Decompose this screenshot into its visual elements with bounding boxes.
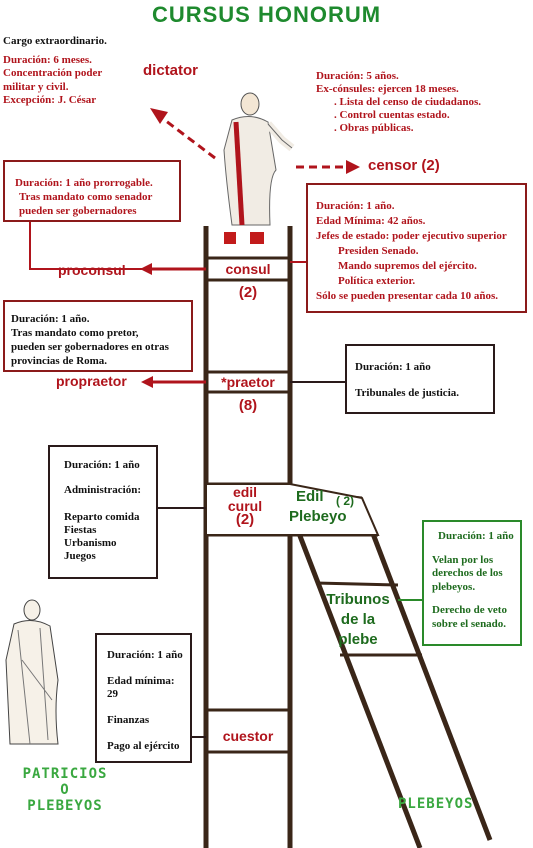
- proconsul-connector: [29, 222, 145, 270]
- edil-plebeyo-label-2: Plebeyo: [289, 508, 347, 525]
- dictator-info: Cargo extraordinario. Duración: 6 meses.…: [3, 35, 153, 108]
- praetor-label: *praetor: [221, 374, 275, 390]
- patricios-line: PATRICIOS: [22, 766, 108, 782]
- censor-info-line: Ex-cónsules: ejercen 18 meses.: [316, 83, 459, 95]
- edil-curul-info-line: Duración: 1 año: [64, 459, 140, 471]
- proconsul-info-line: Duración: 1 año prorrogable.: [15, 177, 153, 189]
- page-title: CURSUS HONORUM: [151, 2, 382, 27]
- praetor-info-box: Duración: 1 año Tribunales de justicia.: [345, 344, 495, 414]
- senator-statue-icon: [223, 92, 295, 244]
- citizen-statue-icon: [5, 599, 59, 745]
- edil-curul-info-box: Duración: 1 año Administración: Reparto …: [48, 445, 158, 579]
- tribunos-info-line: Duración: 1 año: [438, 530, 514, 542]
- edil-curul-info-line: Reparto comida: [64, 511, 140, 523]
- tribunos-label-line: Tribunos: [326, 591, 390, 608]
- plebeyos-label: PLEBEYOS: [398, 796, 474, 812]
- edil-curul-label-line: edil: [232, 484, 258, 500]
- dictator-info-line: Duración: 6 meses.: [3, 53, 92, 66]
- cuestor-info-line: Duración: 1 año: [107, 649, 183, 661]
- praetor-info-line: Duración: 1 año: [355, 361, 431, 373]
- edil-curul-info-line: Urbanismo: [64, 537, 117, 549]
- consul-info-line: Duración: 1 año.: [316, 200, 395, 212]
- tribunos-label-line: de la: [340, 611, 376, 628]
- censor-info-line: . Control cuentas estado.: [334, 109, 450, 121]
- censor-info-line: . Obras públicas.: [334, 122, 414, 134]
- dictator-arrow-head: [150, 108, 168, 124]
- dictator-info-line: militar y civil.: [3, 80, 69, 93]
- cuestor-info-box: Duración: 1 año Edad mínima: 29 Finanzas…: [95, 633, 192, 763]
- edil-plebeyo-count: ( 2): [336, 494, 354, 508]
- edil-curul-label: edil curul (2): [210, 485, 280, 527]
- patricios-line: PLEBEYOS: [27, 798, 103, 814]
- praetor-info-line: Tribunales de justicia.: [355, 387, 460, 399]
- consul-info-line: Edad Mínima: 42 años.: [316, 215, 426, 227]
- tribunos-info-line: sobre el senado.: [432, 617, 507, 630]
- cuestor-label: cuestor: [222, 728, 274, 744]
- tribunos-label: Tribunos de la plebe: [318, 590, 398, 650]
- dictator-info-line: Cargo extraordinario.: [3, 35, 107, 47]
- censor-label: censor (2): [368, 157, 440, 174]
- tribunos-label-line: plebe: [338, 631, 378, 648]
- consul-info-line: Presiden Senado.: [338, 245, 419, 257]
- edil-curul-label-line: curul: [227, 498, 263, 514]
- censor-info-line: . Lista del censo de ciudadanos.: [334, 96, 481, 108]
- propraetor-label: propraetor: [56, 373, 127, 389]
- proconsul-info-line: Tras mandato como senador: [19, 191, 153, 203]
- censor-info: Duración: 5 años. Ex-cónsules: ejercen 1…: [316, 70, 531, 135]
- propraetor-info-line: pueden ser gobernadores en otras: [11, 341, 169, 353]
- tribunos-info-line: Derecho de veto: [432, 604, 507, 616]
- patricios-line: O: [60, 782, 70, 798]
- dictator-info-line: Excepción: J. César: [3, 94, 97, 106]
- propraetor-info-box: Duración: 1 año. Tras mandato como preto…: [3, 300, 193, 372]
- edil-platform: [205, 483, 380, 536]
- edil-curul-count: (2): [235, 511, 255, 528]
- edil-plebeyo-label: Edil: [296, 488, 324, 505]
- censor-info-line: Duración: 5 años.: [316, 70, 399, 82]
- propraetor-info-line: Duración: 1 año.: [11, 313, 90, 325]
- tribunos-info-line: plebeyos.: [432, 580, 476, 593]
- consul-label: consul: [225, 261, 271, 277]
- patricios-o-plebeyos-label: PATRICIOS O PLEBEYOS: [10, 766, 120, 814]
- propraetor-info-line: Tras mandato como pretor,: [11, 327, 139, 339]
- consul-count: (2): [238, 284, 258, 301]
- cuestor-info-line: Finanzas: [107, 714, 150, 726]
- cuestor-info-line: Pago al ejército: [107, 740, 180, 752]
- propraetor-arrow-head: [141, 376, 153, 388]
- pleb-rail-left: [287, 509, 423, 848]
- proconsul-info-line: pueden ser gobernadores: [19, 205, 137, 217]
- dictator-label: dictator: [143, 62, 199, 79]
- consul-info-line: Política exterior.: [338, 275, 416, 287]
- proconsul-arrow-head: [140, 263, 152, 275]
- edil-curul-info-line: Fiestas: [64, 524, 97, 536]
- consul-info-line: Jefes de estado: poder ejecutivo superio…: [316, 230, 507, 242]
- dictator-arrow-line: [161, 116, 216, 160]
- cuestor-info-line: Edad mínima: 29: [107, 675, 175, 700]
- pleb-rail-right: [359, 504, 493, 841]
- dictator-info-line: Concentración poder: [3, 67, 103, 79]
- praetor-count: (8): [238, 397, 258, 414]
- pleb-rung-1: [315, 581, 399, 587]
- tribunos-info-line: derechos de los: [432, 567, 503, 579]
- consul-info-line: Sólo se pueden presentar cada 10 años.: [316, 290, 499, 302]
- propraetor-info-line: provincias de Roma.: [11, 355, 108, 367]
- consul-info-box: Duración: 1 año. Edad Mínima: 42 años. J…: [306, 183, 527, 313]
- censor-arrow-head: [346, 160, 360, 174]
- proconsul-info-box: Duración: 1 año prorrogable. Tras mandat…: [3, 160, 181, 222]
- edil-curul-info-line: Juegos: [64, 550, 96, 562]
- tribunos-info-box: Duración: 1 año Velan por los derechos d…: [422, 520, 522, 646]
- proconsul-label: proconsul: [58, 262, 126, 278]
- edil-curul-info-line: Administración:: [64, 484, 141, 496]
- consul-info-line: Mando supremos del ejército.: [338, 260, 477, 272]
- tribunos-info-line: Velan por los: [432, 553, 494, 566]
